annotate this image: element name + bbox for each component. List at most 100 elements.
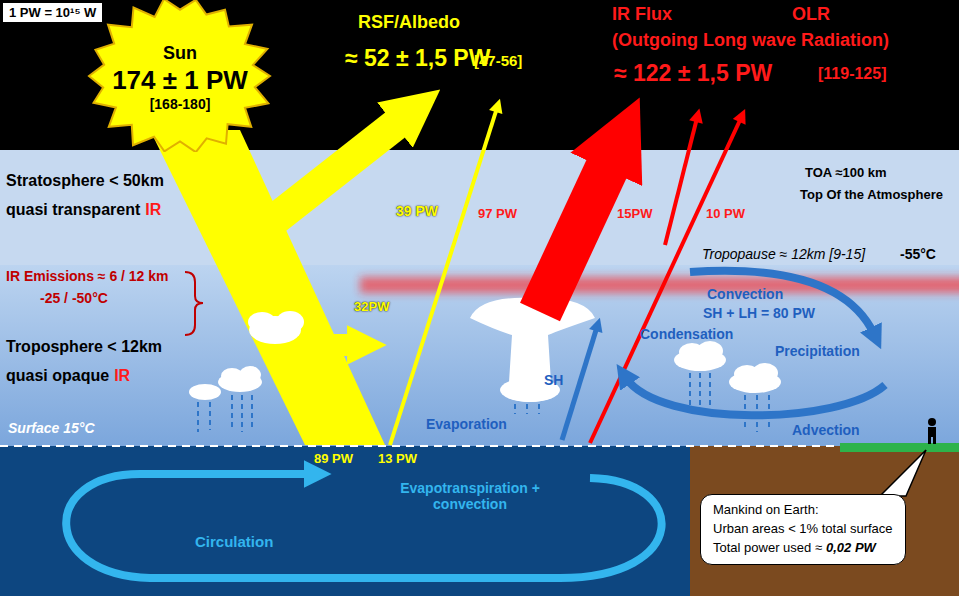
sun-value: 174 ± 1 PW (112, 65, 248, 96)
diagram-label: 13 PW (378, 452, 417, 467)
infrared-flux (540, 155, 613, 312)
emission-bracket (185, 272, 203, 335)
diagram-label: Troposphere < 12km (6, 338, 162, 356)
node-text: 1 PW = 10¹⁵ W (9, 5, 96, 20)
diagram-label: 15PW (617, 207, 652, 222)
diagram-label: OLR (792, 4, 830, 25)
convection (626, 378, 885, 415)
diagram-label: [47-56] (474, 52, 522, 69)
diagram-label: quasi transparent (6, 201, 140, 219)
diagram-label: 32PW (354, 300, 389, 315)
diagram-label: 89 PW (314, 452, 353, 467)
rain (209, 402, 211, 430)
ground (840, 443, 959, 452)
ground (690, 446, 959, 596)
diagram-label: (Outgoing Long wave Radiation) (612, 30, 889, 51)
diagram-label: quasi opaque (6, 367, 109, 385)
diagram-label: 97 PW (478, 207, 517, 222)
solar-beam (300, 334, 355, 356)
rain (526, 404, 528, 414)
solar-beam (390, 108, 497, 445)
diagram-label: SH (544, 372, 563, 388)
callout-line: Mankind on Earth: (713, 501, 893, 520)
rain (241, 395, 243, 432)
rain (231, 395, 233, 430)
diagram-label: IR Emissions ≈ 6 / 12 km (6, 268, 169, 284)
rain (251, 395, 253, 428)
ocean-circulation (66, 474, 661, 578)
diagram-label: ≈ 52 ± 1,5 PW (345, 45, 490, 71)
diagram-label: TOA ≈100 km (805, 166, 887, 181)
human-figure (928, 418, 936, 426)
diagram-label: ≈ 122 ± 1,5 PW (614, 60, 772, 86)
sky-bands (0, 0, 959, 447)
rain (538, 404, 540, 414)
solar-beam (150, 108, 497, 445)
convection (690, 271, 874, 334)
sun-title: Sun (163, 43, 197, 65)
human-figure (928, 436, 931, 444)
callout-pointer (880, 450, 926, 496)
rain (197, 402, 199, 432)
diagram-label: Evaporation (426, 416, 507, 432)
callout-line: Urban areas < 1% total surface (713, 520, 893, 539)
diagram-label: IR Flux (612, 4, 672, 25)
diagram-label: Tropopause ≈ 12km [9-15] (702, 246, 865, 262)
diagram-label: Surface 15°C (8, 420, 95, 436)
diagram-label: [119-125] (818, 65, 887, 83)
callout-line: Total power used ≈ 0,02 PW (713, 539, 893, 558)
clouds (248, 312, 276, 332)
clouds (276, 311, 304, 333)
clouds (189, 298, 781, 402)
human-figure (928, 418, 936, 444)
human-figure (933, 436, 936, 444)
clouds (697, 341, 723, 361)
diagram-label: Circulation (195, 533, 273, 550)
diagram-label: 10 PW (706, 207, 745, 222)
callout-pointer (880, 450, 926, 496)
infrared-flux (590, 118, 741, 443)
diagram-label: RSF/Albedo (358, 12, 460, 33)
callout-text: Total power used ≈ (713, 540, 822, 555)
diagram-label: Top Of the Atmosphere (800, 188, 943, 203)
ocean-circulation (66, 474, 661, 578)
diagram-label: Evapotranspiration + convection (365, 480, 575, 512)
ground (0, 443, 959, 596)
clouds (752, 363, 778, 383)
ground (0, 446, 690, 596)
diagram-label: Precipitation (775, 343, 860, 359)
diagram-label: Convection (707, 286, 783, 302)
diagram-label: Stratosphere < 50km (6, 172, 164, 190)
ground (0, 445, 840, 447)
rain (699, 373, 701, 412)
human-figure (928, 427, 936, 437)
sun-shape (89, 0, 270, 152)
callout-text: 0,02 PW (826, 540, 876, 555)
rain (198, 373, 769, 432)
diagram-label: SH + LH = 80 PW (703, 305, 815, 321)
callout-text: Mankind on Earth: (713, 502, 819, 517)
convection (562, 271, 885, 440)
diagram-label: IR (145, 201, 161, 219)
sun-value: [168-180] (150, 96, 211, 113)
unit-box: 1 PW = 10¹⁵ W (2, 2, 103, 23)
rain (709, 373, 711, 408)
rain (689, 373, 691, 410)
solar-beam (255, 118, 404, 235)
diagram-label: -55°C (900, 246, 936, 262)
diagram-label: IR (114, 367, 130, 385)
rain (514, 404, 516, 414)
diagram-label: 39 PW (396, 203, 438, 219)
convection (562, 327, 597, 440)
callout-text: Urban areas < 1% total surface (713, 521, 893, 536)
diagram-label: -25 / -50°C (40, 290, 108, 306)
clouds (239, 366, 261, 384)
sun-star: Sun174 ± 1 PW[168-180] (85, 0, 275, 152)
callout-box: Mankind on Earth: Urban areas < 1% total … (700, 494, 906, 565)
emission-bracket (185, 272, 203, 335)
clouds (189, 384, 221, 400)
diagram-label: Condensation (640, 326, 733, 342)
diagram-label: Advection (792, 422, 860, 438)
